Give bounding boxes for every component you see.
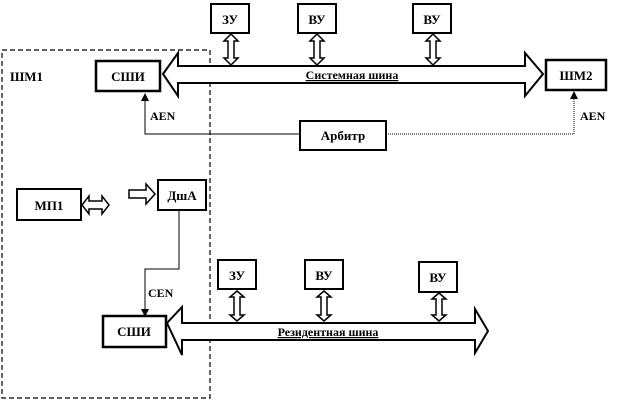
bus-interface-top-label: СШИ [111, 69, 145, 84]
resident-device-zu: ЗУ [217, 259, 257, 322]
address-decoder-box [157, 179, 207, 211]
arbiter-box [299, 120, 387, 151]
system-device-zu: ЗУ [210, 3, 250, 67]
arrowhead-icon [570, 91, 578, 99]
resident-device-label: ВУ [315, 268, 333, 283]
system-bus-label: Системная шина [306, 68, 399, 82]
aen-left-label: AEN [150, 109, 176, 123]
processor-label: МП1 [35, 198, 64, 213]
arrowhead-icon [141, 309, 149, 317]
bidirectional-arrow-icon [429, 292, 449, 322]
resident-device-vu-2: ВУ [418, 261, 458, 322]
bidirectional-arrow-icon [81, 193, 110, 217]
module2-label: ШМ2 [559, 68, 592, 83]
system-device-label: ВУ [308, 12, 326, 27]
resident-bus-arrow [165, 304, 490, 357]
system-bus-arrow [161, 49, 545, 100]
address-decoder-label: ДшА [167, 188, 197, 203]
aen-left-line [144, 97, 300, 135]
system-device-label: ЗУ [222, 12, 239, 27]
resident-device-label: ЗУ [229, 268, 246, 283]
bus-interface-bottom [101, 314, 168, 349]
bidirectional-arrow-icon [308, 32, 326, 67]
system-device-label: ВУ [423, 12, 441, 27]
arrowhead-icon [141, 93, 149, 101]
processor-box [16, 188, 82, 221]
bus-interface-bottom-label: СШИ [117, 324, 151, 339]
system-device-vu-2: ВУ [412, 3, 452, 67]
system-device-vu-1: ВУ [297, 3, 337, 67]
bidirectional-arrow-icon [314, 290, 334, 322]
module1-label: ШМ1 [10, 69, 43, 84]
bidirectional-arrow-icon [424, 32, 442, 67]
cen-line [144, 210, 180, 313]
resident-device-label: ВУ [429, 270, 447, 285]
arbiter-label: Арбитр [321, 128, 365, 143]
module1-boundary [1, 49, 211, 399]
resident-bus-label: Резидентная шина [278, 325, 379, 339]
bidirectional-arrow-icon [222, 32, 240, 67]
cen-label: CEN [148, 286, 174, 300]
aen-right-line [386, 95, 575, 135]
bus-interface-top [94, 59, 162, 93]
bidirectional-arrow-icon [227, 290, 247, 322]
input-arrow-icon [128, 182, 157, 206]
resident-device-vu-1: ВУ [304, 259, 344, 322]
module2-box [544, 58, 608, 92]
aen-right-label: AEN [580, 109, 606, 123]
